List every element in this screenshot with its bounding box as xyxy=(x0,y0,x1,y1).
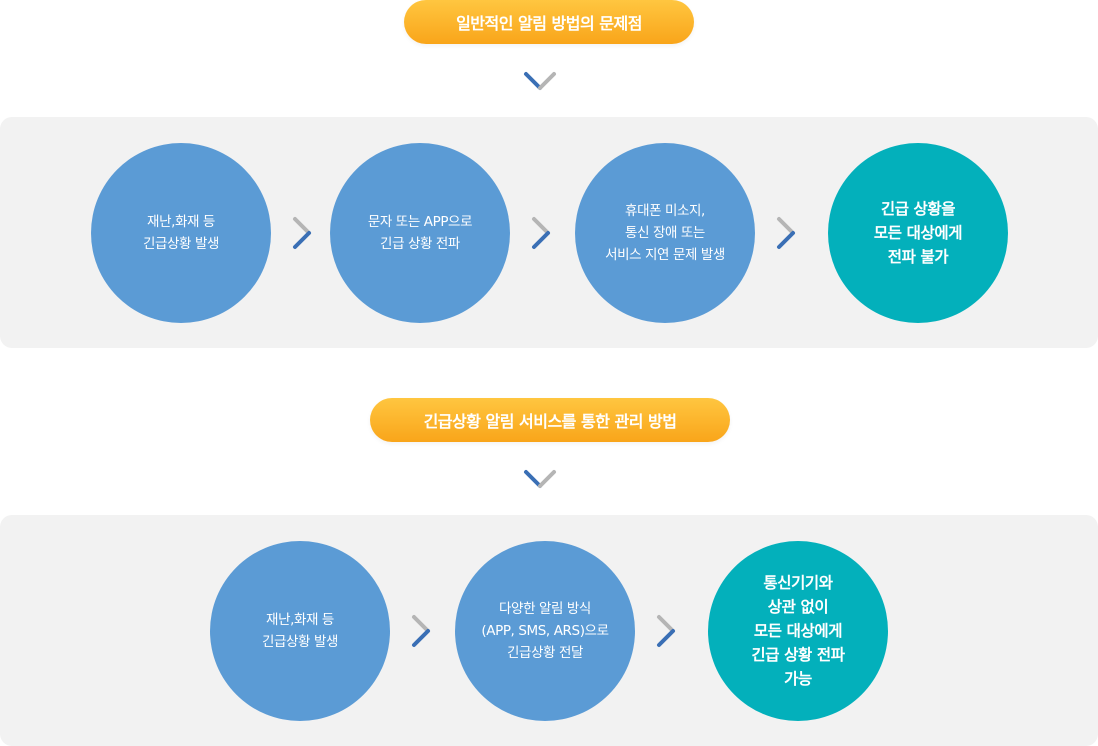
result-text-line: 가능 xyxy=(784,670,812,688)
section1-title: 일반적인 알림 방법의 문제점 xyxy=(456,14,642,33)
step-text-line: (APP, SMS, ARS)으로 xyxy=(481,623,609,639)
step-text-line: 긴급상황 발생 xyxy=(261,634,338,650)
chevron-right-icon xyxy=(293,217,311,249)
step-text-line: 다양한 알림 방식 xyxy=(499,601,591,617)
section2-step-2: 다양한 알림 방식 (APP, SMS, ARS)으로 긴급상황 전달 xyxy=(455,541,635,721)
step-text-line: 재난,화재 등 xyxy=(266,612,334,628)
section1-step-3: 휴대폰 미소지, 통신 장애 또는 서비스 지연 문제 발생 xyxy=(575,143,755,323)
chevron-right-icon xyxy=(657,615,675,647)
section1-title-pill: 일반적인 알림 방법의 문제점 xyxy=(404,0,694,44)
section1-step-1: 재난,화재 등 긴급상황 발생 xyxy=(91,143,271,323)
section2-result: 통신기기와 상관 없이 모든 대상에게 긴급 상황 전파 가능 xyxy=(708,541,888,721)
step-text-line: 서비스 지연 문제 발생 xyxy=(605,247,725,263)
chevron-right-icon xyxy=(412,615,430,647)
step-text-line: 긴급상황 발생 xyxy=(142,236,219,252)
step-text-line: 문자 또는 APP으로 xyxy=(367,214,473,230)
step-text-line: 긴급 상황 전파 xyxy=(380,236,460,252)
result-text-line: 상관 없이 xyxy=(767,598,829,616)
section1-step-2: 문자 또는 APP으로 긴급 상황 전파 xyxy=(330,143,510,323)
result-text-line: 통신기기와 xyxy=(763,574,833,592)
section2-title: 긴급상황 알림 서비스를 통한 관리 방법 xyxy=(423,412,677,431)
section1-result: 긴급 상황을 모든 대상에게 전파 불가 xyxy=(828,143,1008,323)
result-text-line: 긴급 상황을 xyxy=(880,200,956,218)
step-text-line: 통신 장애 또는 xyxy=(625,225,705,241)
result-text-line: 모든 대상에게 xyxy=(873,224,963,242)
chevron-right-icon xyxy=(777,217,795,249)
step-text-line: 재난,화재 등 xyxy=(147,214,215,230)
chevron-right-icon xyxy=(532,217,550,249)
section2-step-1: 재난,화재 등 긴급상황 발생 xyxy=(210,541,390,721)
step-text-line: 휴대폰 미소지, xyxy=(625,203,705,219)
result-text-line: 모든 대상에게 xyxy=(753,622,843,640)
result-text-line: 전파 불가 xyxy=(887,248,949,266)
result-text-line: 긴급 상황 전파 xyxy=(751,646,845,664)
chevron-down-icon xyxy=(524,470,556,488)
step-text-line: 긴급상황 전달 xyxy=(506,645,583,661)
chevron-down-icon xyxy=(524,72,556,90)
section2-title-pill: 긴급상황 알림 서비스를 통한 관리 방법 xyxy=(370,398,730,442)
